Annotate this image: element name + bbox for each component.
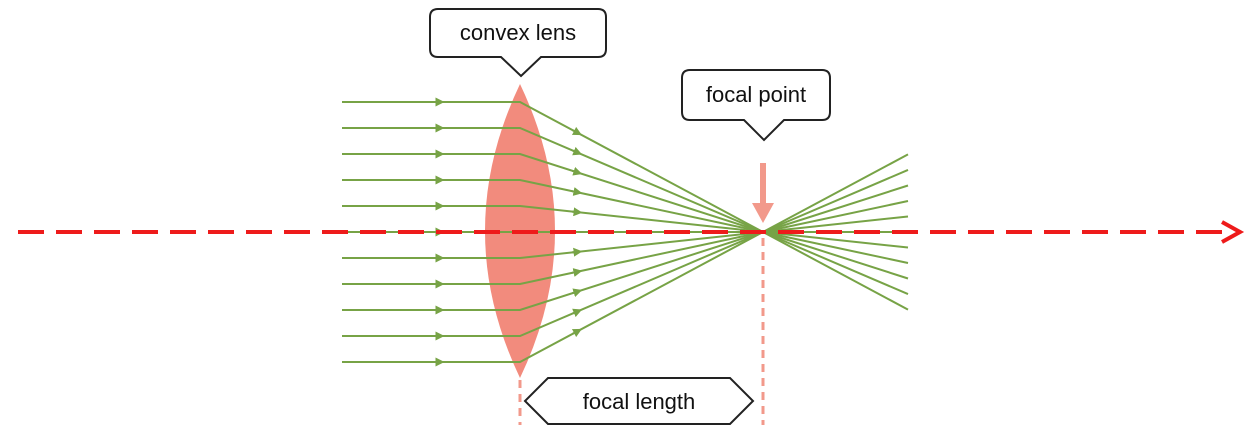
ray-direction-arrow: [572, 308, 583, 318]
convex-lens-callout: convex lens: [429, 8, 607, 78]
ray-direction-arrow: [571, 268, 583, 277]
ray-direction-arrow: [571, 166, 583, 176]
light-ray: [342, 215, 909, 259]
ray-direction-arrow: [571, 187, 583, 196]
light-ray: [342, 153, 909, 280]
ray-direction-arrow: [571, 247, 583, 257]
optical-axis-arrowhead: [1221, 220, 1245, 244]
light-ray: [342, 184, 909, 311]
light-ray: [342, 101, 909, 311]
ray-direction-arrow: [572, 146, 583, 156]
convex-lens-label: convex lens: [460, 20, 576, 45]
light-ray: [342, 200, 909, 285]
focal-point-marker-arrowhead: [752, 203, 774, 223]
ray-direction-arrow: [571, 207, 583, 217]
ray-direction-arrow: [571, 328, 582, 338]
focal-length-callout: focal length: [523, 377, 755, 425]
ray-direction-arrow: [571, 126, 582, 136]
focal-point-label: focal point: [706, 82, 806, 107]
ray-direction-arrow: [571, 288, 583, 298]
light-ray: [342, 168, 909, 337]
focal-length-label: focal length: [583, 389, 696, 414]
light-ray: [342, 205, 909, 249]
light-ray: [342, 179, 909, 264]
light-ray: [342, 153, 909, 363]
light-ray: [342, 127, 909, 296]
focal-point-callout: focal point: [681, 69, 831, 142]
